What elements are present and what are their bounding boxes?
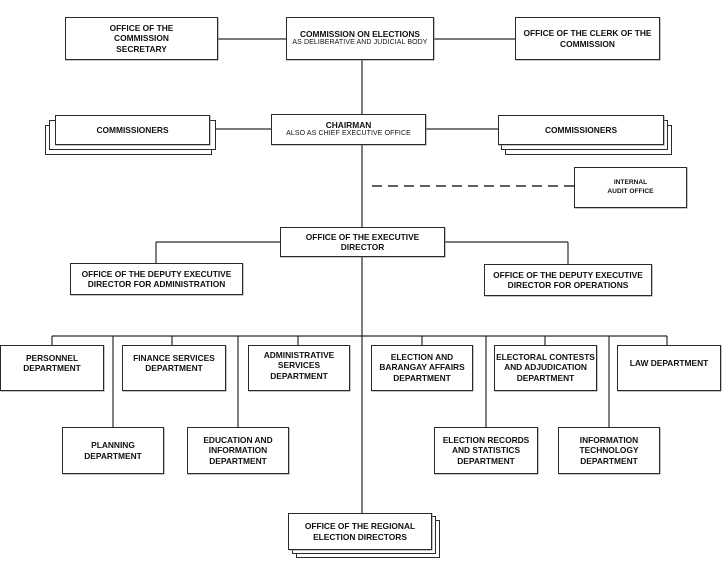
electoral-contests-line-1: ELECTORAL CONTESTS — [496, 352, 595, 362]
personnel-line-1: PERSONNEL — [25, 353, 79, 363]
electoral-contests-and-adjudication-department: ELECTORAL CONTESTS AND ADJUDICATION DEPA… — [494, 345, 597, 391]
law-department: LAW DEPARTMENT — [617, 345, 721, 391]
commissioners-right-label: COMMISSIONERS — [544, 124, 618, 135]
it-line-3: DEPARTMENT — [580, 455, 638, 466]
office-of-executive-director: OFFICE OF THE EXECUTIVE DIRECTOR — [280, 227, 445, 257]
admin-services-line-3: DEPARTMENT — [270, 370, 328, 381]
records-line-2: AND STATISTICS — [451, 445, 521, 456]
it-line-2: TECHNOLOGY — [579, 445, 639, 456]
chairman: CHAIRMAN ALSO AS CHIEF EXECUTIVE OFFICE — [271, 114, 426, 145]
comelec-subtitle: AS DELIBERATIVE AND JUDICIAL BODY — [292, 39, 428, 47]
deputy-admin-line-2: DIRECTOR FOR ADMINISTRATION — [87, 279, 226, 289]
education-and-information-department: EDUCATION AND INFORMATION DEPARTMENT — [187, 427, 289, 474]
education-line-1: EDUCATION AND — [203, 435, 273, 446]
finance-line-2: DEPARTMENT — [145, 363, 203, 374]
planning-department: PLANNING DEPARTMENT — [62, 427, 164, 474]
information-technology-department: INFORMATION TECHNOLOGY DEPARTMENT — [558, 427, 660, 474]
regional-line-2: ELECTION DIRECTORS — [313, 531, 407, 542]
law-line-1: LAW DEPARTMENT — [629, 358, 709, 368]
chairman-title: CHAIRMAN — [325, 120, 372, 131]
election-barangay-line-1: ELECTION AND — [390, 352, 454, 362]
commission-on-elections: COMMISSION ON ELECTIONS AS DELIBERATIVE … — [286, 17, 434, 60]
electoral-contests-line-2: AND ADJUDICATION — [504, 362, 587, 373]
exec-director-line-1: OFFICE OF THE EXECUTIVE — [305, 231, 420, 242]
education-line-3: DEPARTMENT — [209, 455, 267, 466]
office-of-commission-secretary: OFFICE OF THE COMMISSION SECRETARY — [65, 17, 218, 60]
commissioners-right: COMMISSIONERS — [498, 115, 664, 145]
comelec-title: COMMISSION ON ELECTIONS — [299, 29, 421, 40]
commissioners-left-label: COMMISSIONERS — [96, 124, 169, 135]
deputy-admin-line-1: OFFICE OF THE DEPUTY EXECUTIVE — [81, 268, 232, 279]
deputy-ops-line-1: OFFICE OF THE DEPUTY EXECUTIVE — [493, 269, 643, 280]
election-and-barangay-affairs-department: ELECTION AND BARANGAY AFFAIRS DEPARTMENT — [371, 345, 473, 391]
admin-services-line-2: SERVICES — [277, 360, 321, 371]
clerk-line-1: OFFICE OF THE CLERK OF THE — [523, 28, 652, 39]
records-line-3: DEPARTMENT — [457, 455, 515, 466]
internal-audit-line-1: INTERNAL — [613, 179, 648, 187]
it-line-1: INFORMATION — [579, 435, 639, 446]
personnel-department: PERSONNEL DEPARTMENT — [0, 345, 104, 391]
election-barangay-line-3: DEPARTMENT — [393, 372, 451, 383]
planning-line-1: PLANNING — [91, 440, 135, 451]
exec-director-line-2: DIRECTOR — [340, 242, 385, 252]
office-of-regional-election-directors: OFFICE OF THE REGIONAL ELECTION DIRECTOR… — [288, 513, 432, 550]
secretary-line-1: OFFICE OF THE — [109, 23, 174, 34]
planning-line-2: DEPARTMENT — [84, 450, 142, 461]
clerk-line-2: COMMISSION — [560, 38, 615, 49]
chairman-subtitle: ALSO AS CHIEF EXECUTIVE OFFICE — [286, 130, 411, 138]
election-records-and-statistics-department: ELECTION RECORDS AND STATISTICS DEPARTME… — [434, 427, 538, 474]
finance-line-1: FINANCE SERVICES — [133, 353, 215, 363]
admin-services-line-1: ADMINISTRATIVE — [263, 350, 335, 360]
secretary-line-2: COMMISSION — [114, 33, 169, 44]
commissioners-left: COMMISSIONERS — [55, 115, 210, 145]
election-barangay-line-2: BARANGAY AFFAIRS — [379, 362, 465, 373]
administrative-services-department: ADMINISTRATIVE SERVICES DEPARTMENT — [248, 345, 350, 391]
finance-services-department: FINANCE SERVICES DEPARTMENT — [122, 345, 226, 391]
deputy-ops-line-2: DIRECTOR FOR OPERATIONS — [507, 280, 629, 290]
secretary-line-3: SECRETARY — [116, 43, 167, 54]
office-of-deputy-executive-director-operations: OFFICE OF THE DEPUTY EXECUTIVE DIRECTOR … — [484, 264, 652, 296]
office-of-deputy-executive-director-administration: OFFICE OF THE DEPUTY EXECUTIVE DIRECTOR … — [70, 263, 243, 295]
personnel-line-2: DEPARTMENT — [23, 363, 81, 374]
office-of-clerk-of-commission: OFFICE OF THE CLERK OF THE COMMISSION — [515, 17, 660, 60]
internal-audit-office: INTERNAL AUDIT OFFICE — [574, 167, 687, 208]
education-line-2: INFORMATION — [208, 445, 268, 456]
regional-line-1: OFFICE OF THE REGIONAL — [304, 521, 416, 532]
electoral-contests-line-3: DEPARTMENT — [516, 372, 575, 383]
internal-audit-line-2: AUDIT OFFICE — [607, 187, 654, 195]
records-line-1: ELECTION RECORDS — [442, 435, 530, 446]
